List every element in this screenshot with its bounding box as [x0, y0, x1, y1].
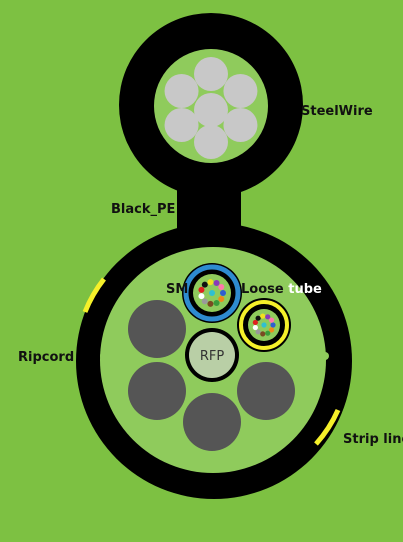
loose-tube-fiber [270, 322, 276, 328]
filler-rod [128, 300, 186, 358]
rfp-core [189, 332, 235, 378]
loose-tube-fiber [261, 322, 267, 328]
steel-strands [164, 57, 258, 159]
steel-strand [223, 108, 258, 142]
sm-fiber [209, 290, 215, 296]
sm-fiber [220, 290, 226, 296]
sm-tube-ring [183, 264, 241, 322]
ripcord-dot-left [100, 352, 108, 360]
sm-fiber [198, 286, 205, 293]
loose-tube-fiber [255, 329, 261, 335]
black-pe-label: Black_PE [111, 202, 176, 217]
steel-strand [194, 93, 228, 127]
loose-tube-fiber [265, 314, 271, 320]
strip-line-label: Strip line [343, 432, 403, 447]
sm-fiber [213, 300, 220, 307]
sm-fibers [198, 279, 226, 307]
steel-strand [194, 57, 228, 91]
sm-fiber [207, 300, 214, 307]
sm-fiber [213, 279, 220, 286]
ripcord-label: Ripcord [18, 350, 75, 365]
loose-tube-fibers [252, 313, 276, 337]
filler-rod [237, 362, 295, 420]
loose-tube-label-part1: Loose [241, 282, 284, 297]
sm-fiber [218, 284, 225, 291]
loose-tube-fiber [252, 324, 258, 331]
loose-tube-label: Loose tube [241, 282, 322, 297]
loose-tube-fiber [260, 313, 266, 319]
filler-rod [183, 393, 241, 451]
loose-tube-fiber [255, 315, 261, 321]
steel-strand [164, 74, 199, 108]
strip-marker-right [314, 408, 341, 446]
sm-fiber [201, 281, 208, 288]
loose-tube-label-part2: tube [283, 282, 322, 297]
sm-fiber [198, 293, 205, 300]
loose-tube-fiber [268, 327, 275, 333]
steel-wire-label: SteelWire [301, 104, 373, 119]
sm-fiber [218, 295, 225, 302]
strip-marker-left [82, 277, 106, 313]
loose-tube-fiber [252, 319, 258, 326]
steel-strand [223, 74, 258, 108]
loose-tube-fiber [260, 331, 266, 337]
ripcord-dot-right [321, 352, 329, 360]
sm-fiber [201, 298, 208, 305]
steel-strand [194, 125, 228, 159]
steel-strand [164, 108, 199, 142]
sm-fiber [207, 279, 214, 286]
sm-label: SM [166, 282, 189, 297]
filler-rods [128, 300, 295, 451]
loose-tube-fiber [265, 330, 271, 336]
loose-tube-ring [239, 300, 289, 350]
rfp-label: RFP [200, 349, 225, 364]
filler-rod [128, 362, 186, 420]
loose-tube-fiber [268, 317, 275, 323]
